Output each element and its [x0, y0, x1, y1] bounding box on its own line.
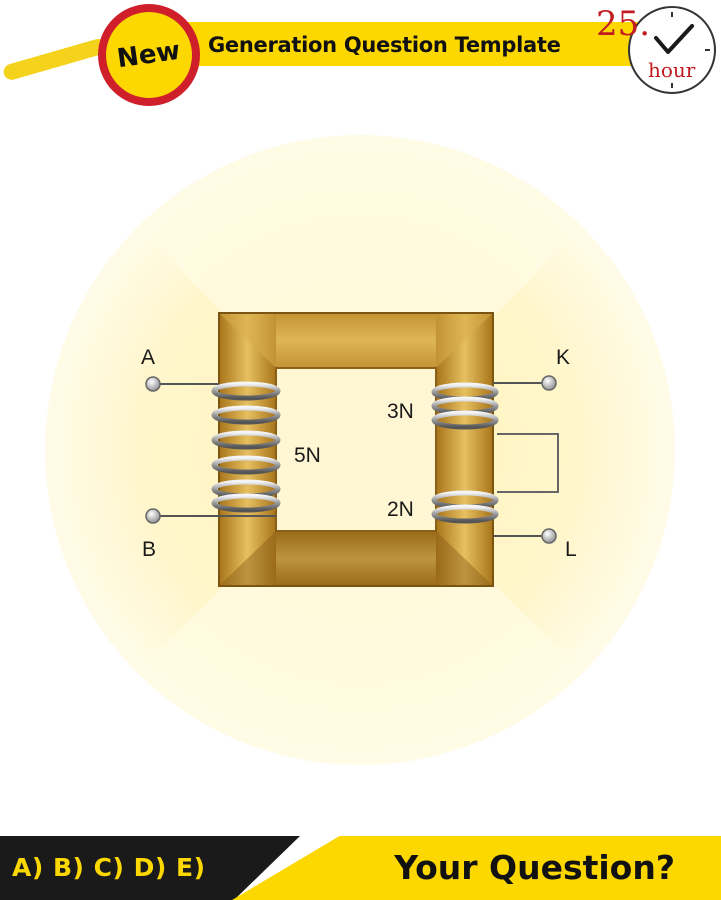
- label-secondary-lower-turns: 2N: [387, 498, 414, 521]
- clock-number: 25.: [596, 4, 651, 44]
- clock-icon: [628, 6, 716, 94]
- terminal-k: [541, 375, 557, 391]
- label-primary-turns: 5N: [294, 444, 321, 467]
- question-prompt: Your Question?: [394, 848, 675, 887]
- label-b: B: [142, 538, 156, 561]
- terminal-b: [145, 508, 161, 524]
- terminal-a: [145, 376, 161, 392]
- answer-options: A) B) C) D) E): [12, 853, 206, 882]
- label-k: K: [556, 346, 570, 369]
- label-a: A: [141, 346, 155, 369]
- new-badge: New: [106, 12, 192, 98]
- clock-unit: hour: [648, 58, 696, 82]
- secondary-link-wire: [497, 433, 559, 493]
- primary-coil: [211, 381, 281, 513]
- label-secondary-upper-turns: 3N: [387, 400, 414, 423]
- header-title: Generation Question Template: [208, 33, 561, 57]
- header-band: [150, 22, 670, 66]
- secondary-coil-lower: [431, 490, 499, 524]
- transformer-core: [218, 312, 494, 587]
- checkmark-icon: [654, 12, 710, 88]
- terminal-l: [541, 528, 557, 544]
- label-l: L: [565, 538, 577, 561]
- secondary-coil-upper: [431, 382, 499, 430]
